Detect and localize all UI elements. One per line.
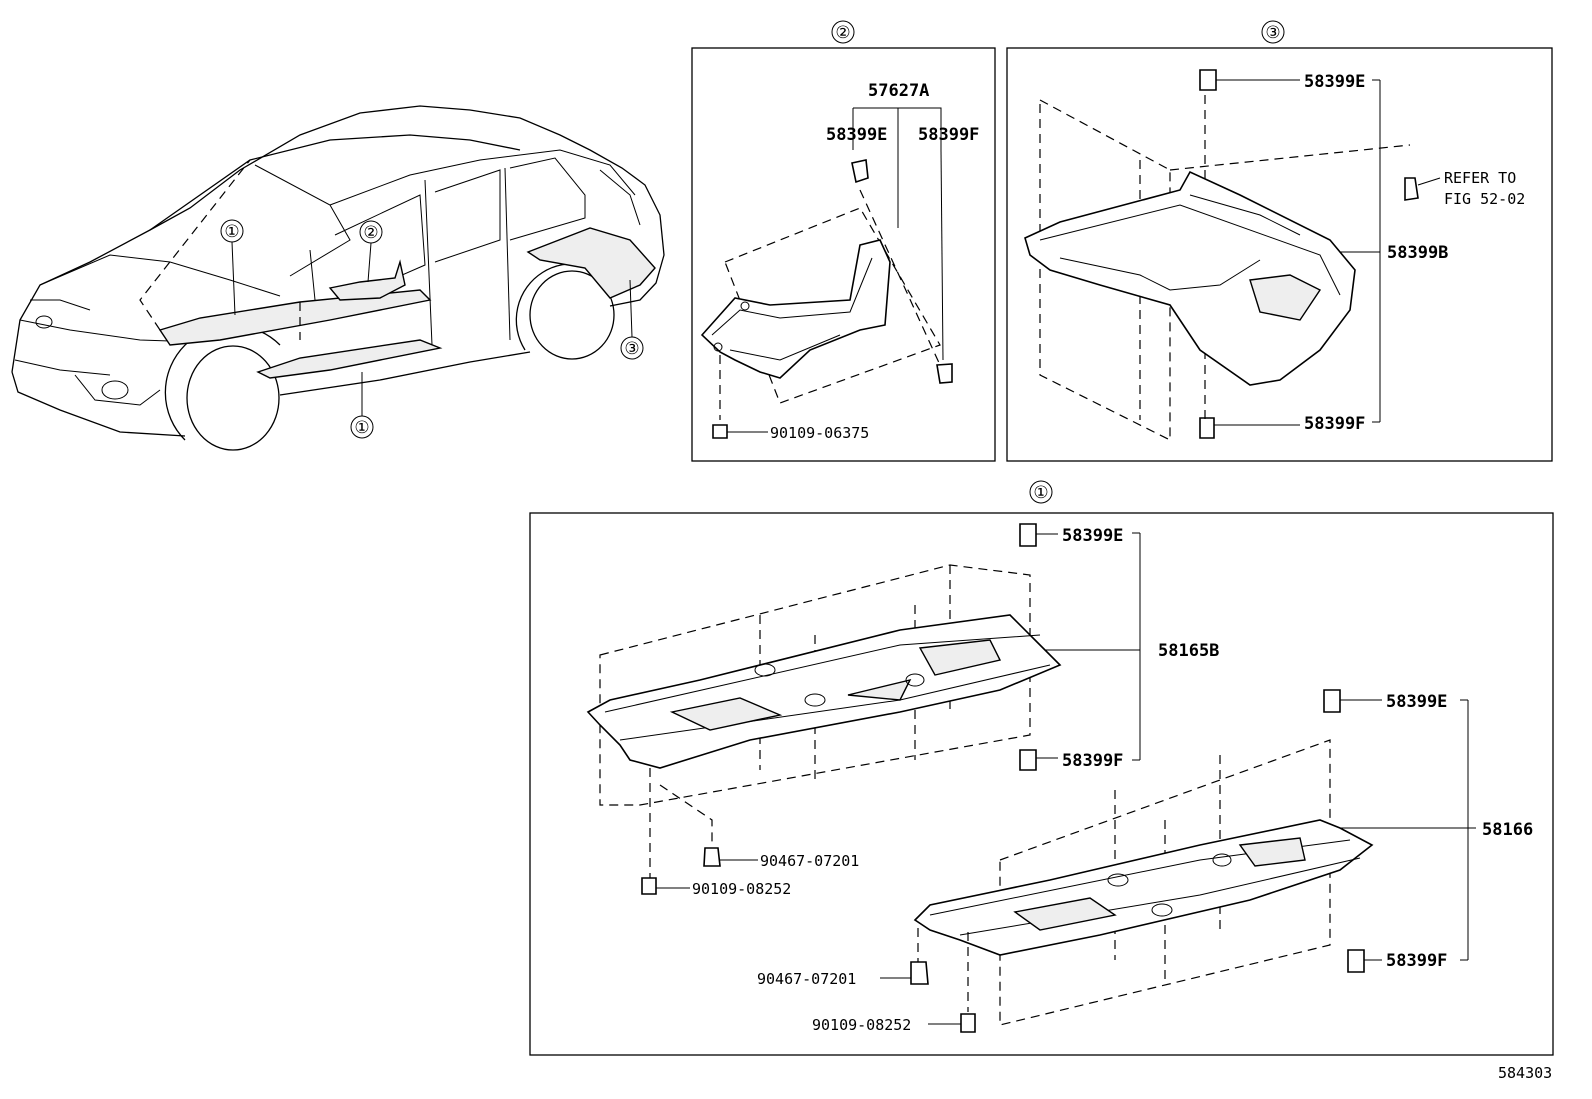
label-58399E: 58399E (1304, 72, 1365, 92)
callout-1-lower: ① (354, 418, 369, 438)
cover-58165B (586, 614, 1062, 769)
label-bot-90109-08252: 90109-08252 (812, 1016, 911, 1034)
label-58399E: 58399E (826, 125, 887, 145)
panel-3: ③ 58399E 58399B 58399F REFER TO FIG 52-0… (1006, 20, 1553, 462)
cover-58166 (913, 819, 1374, 956)
panel-1-callout: ① (1033, 483, 1048, 503)
label-top-90109-08252: 90109-08252 (692, 880, 791, 898)
label-58165B: 58165B (1158, 641, 1219, 661)
label-58399F: 58399F (1304, 414, 1365, 434)
bolt-90109-06375 (712, 424, 728, 439)
label-top-58399F: 58399F (1062, 751, 1123, 771)
label-57627A: 57627A (868, 81, 929, 101)
bot-clip-58399F (1347, 949, 1365, 973)
clip-58399E (851, 159, 869, 184)
label-58399F: 58399F (918, 125, 979, 145)
label-90109-06375: 90109-06375 (770, 424, 869, 442)
panel-2: ② 57627A 58399E 58399F 90109-06375 (691, 20, 996, 462)
car-illustration (11, 105, 665, 451)
callout-1-upper: ① (224, 222, 239, 242)
figure-code: 584303 (1498, 1064, 1552, 1082)
clip-refer (1404, 177, 1419, 201)
callout-2: ② (363, 223, 378, 243)
clip-58399F (936, 363, 953, 384)
label-bot-58399F: 58399F (1386, 951, 1447, 971)
bot-bolt-90109 (960, 1013, 976, 1033)
top-clip-58399F (1019, 749, 1037, 771)
clip-58399E (1199, 69, 1217, 91)
label-bot-58399E: 58399E (1386, 692, 1447, 712)
refer-line-2: FIG 52-02 (1444, 190, 1525, 208)
cover-58399B (1024, 170, 1356, 386)
top-clip-90467 (703, 847, 721, 867)
car-callouts: ① ① ② ③ (220, 219, 644, 439)
panel-1: ① 58399E 58165B 58399F 90467-07201 90109… (529, 480, 1554, 1056)
label-bot-90467-07201: 90467-07201 (757, 970, 856, 988)
clip-58399F (1199, 417, 1215, 439)
bot-clip-58399E (1323, 689, 1341, 713)
bot-clip-90467 (910, 961, 929, 985)
label-top-90467-07201: 90467-07201 (760, 852, 859, 870)
panel-3-callout: ③ (1265, 23, 1280, 43)
panel-2-callout: ② (835, 23, 850, 43)
top-clip-58399E (1019, 523, 1037, 547)
label-top-58399E: 58399E (1062, 526, 1123, 546)
refer-line-1: REFER TO (1444, 169, 1516, 187)
top-bolt-90109 (641, 877, 657, 895)
label-58166: 58166 (1482, 820, 1533, 840)
label-58399B: 58399B (1387, 243, 1448, 263)
callout-3: ③ (624, 339, 639, 359)
cover-57627A (700, 239, 891, 379)
